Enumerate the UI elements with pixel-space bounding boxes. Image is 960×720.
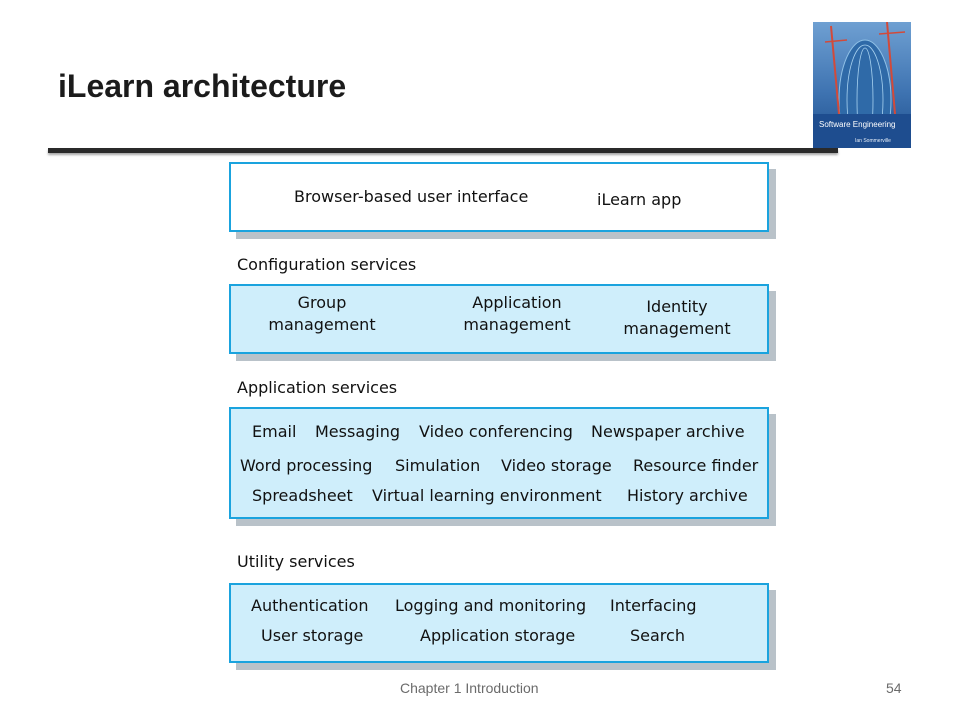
cover-author: Ian Sommerville: [855, 138, 891, 144]
video-conferencing-item: Video conferencing: [419, 422, 573, 441]
ui-layer-box: Browser-based user interface iLearn app: [229, 162, 769, 232]
slide-title: iLearn architecture: [58, 68, 347, 104]
user-storage-item: User storage: [261, 626, 364, 645]
ilearn-app-item: iLearn app: [597, 190, 682, 209]
page-number: 54: [886, 680, 902, 696]
interfacing-item: Interfacing: [610, 596, 697, 615]
word-processing-item: Word processing: [240, 456, 373, 475]
identity-management-item: Identity management: [623, 297, 731, 338]
cover-title: Software Engineering: [819, 120, 896, 129]
authentication-item: Authentication: [251, 596, 369, 615]
configuration-services-box: Group management Application management …: [229, 284, 769, 354]
history-archive-item: History archive: [627, 486, 748, 505]
browser-ui-item: Browser-based user interface: [294, 187, 529, 206]
utility-services-box: Authentication Logging and monitoring In…: [229, 583, 769, 663]
cover-band: [813, 114, 911, 148]
application-services-box: Email Messaging Video conferencing Newsp…: [229, 407, 769, 519]
spreadsheet-item: Spreadsheet: [252, 486, 353, 505]
book-cover-image: Software Engineering Ian Sommerville: [813, 22, 911, 148]
resource-finder-item: Resource finder: [633, 456, 759, 475]
title-divider: [48, 148, 838, 153]
slide-footer: Chapter 1 Introduction: [400, 680, 539, 696]
simulation-item: Simulation: [395, 456, 481, 475]
application-services-label: Application services: [237, 378, 398, 397]
video-storage-item: Video storage: [501, 456, 612, 475]
configuration-services-label: Configuration services: [237, 255, 417, 274]
application-management-item: Application management: [463, 293, 571, 334]
search-item: Search: [630, 626, 685, 645]
virtual-learning-environment-item: Virtual learning environment: [372, 486, 602, 505]
application-storage-item: Application storage: [420, 626, 576, 645]
email-item: Email: [252, 422, 297, 441]
group-management-item: Group management: [268, 293, 376, 334]
utility-services-label: Utility services: [237, 552, 355, 571]
messaging-item: Messaging: [315, 422, 401, 441]
newspaper-archive-item: Newspaper archive: [591, 422, 745, 441]
logging-monitoring-item: Logging and monitoring: [395, 596, 587, 615]
